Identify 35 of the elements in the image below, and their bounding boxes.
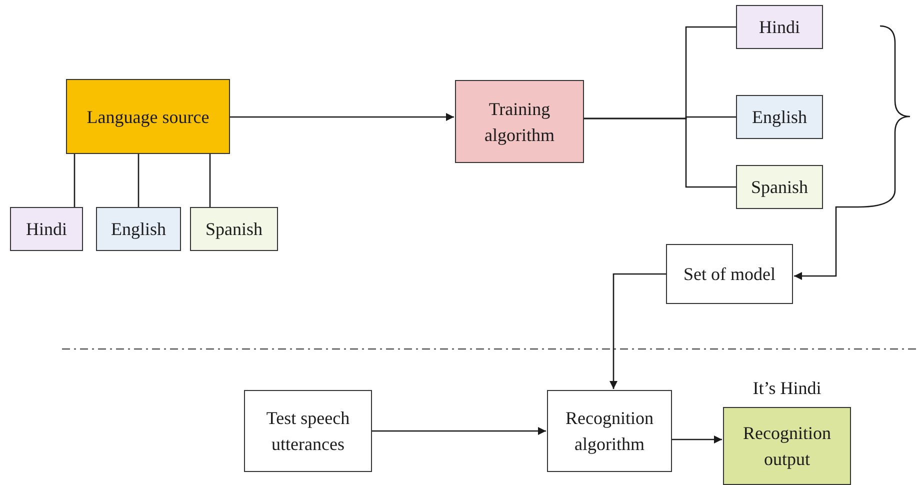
language-box bbox=[736, 95, 823, 139]
node-label: Training algorithm bbox=[484, 98, 556, 147]
connector-line bbox=[74, 154, 76, 207]
language-box bbox=[190, 207, 278, 251]
connector-line bbox=[584, 118, 736, 188]
node-label: English bbox=[110, 218, 166, 241]
node-label: Recognition algorithm bbox=[564, 407, 654, 456]
curly-brace bbox=[858, 25, 911, 208]
node-label: Test speech utterances bbox=[265, 407, 351, 456]
output-box bbox=[723, 407, 851, 485]
node-label: Recognition output bbox=[742, 422, 832, 471]
node-label: Set of model bbox=[684, 263, 776, 286]
node-label: English bbox=[752, 106, 807, 129]
node-label: Spanish bbox=[205, 218, 262, 241]
node-label: Spanish bbox=[750, 176, 808, 199]
language-box bbox=[736, 165, 823, 209]
process-box bbox=[455, 80, 584, 163]
source-box bbox=[66, 79, 230, 154]
output-caption: It’s Hindi bbox=[752, 377, 822, 399]
language-box bbox=[96, 207, 181, 251]
connector-line bbox=[209, 154, 211, 207]
node-label: Hindi bbox=[26, 218, 67, 241]
arrow bbox=[372, 427, 546, 435]
language-box bbox=[10, 207, 83, 251]
node-label: Hindi bbox=[758, 16, 800, 39]
process-box bbox=[666, 244, 793, 304]
process-box bbox=[244, 390, 372, 472]
connector-line bbox=[138, 154, 140, 207]
arrow bbox=[794, 206, 858, 280]
arrow bbox=[672, 436, 722, 444]
arrow bbox=[230, 113, 454, 121]
process-box bbox=[547, 390, 672, 472]
language-box bbox=[736, 5, 823, 49]
arrow bbox=[610, 273, 666, 389]
node-label: Language source bbox=[86, 106, 210, 129]
